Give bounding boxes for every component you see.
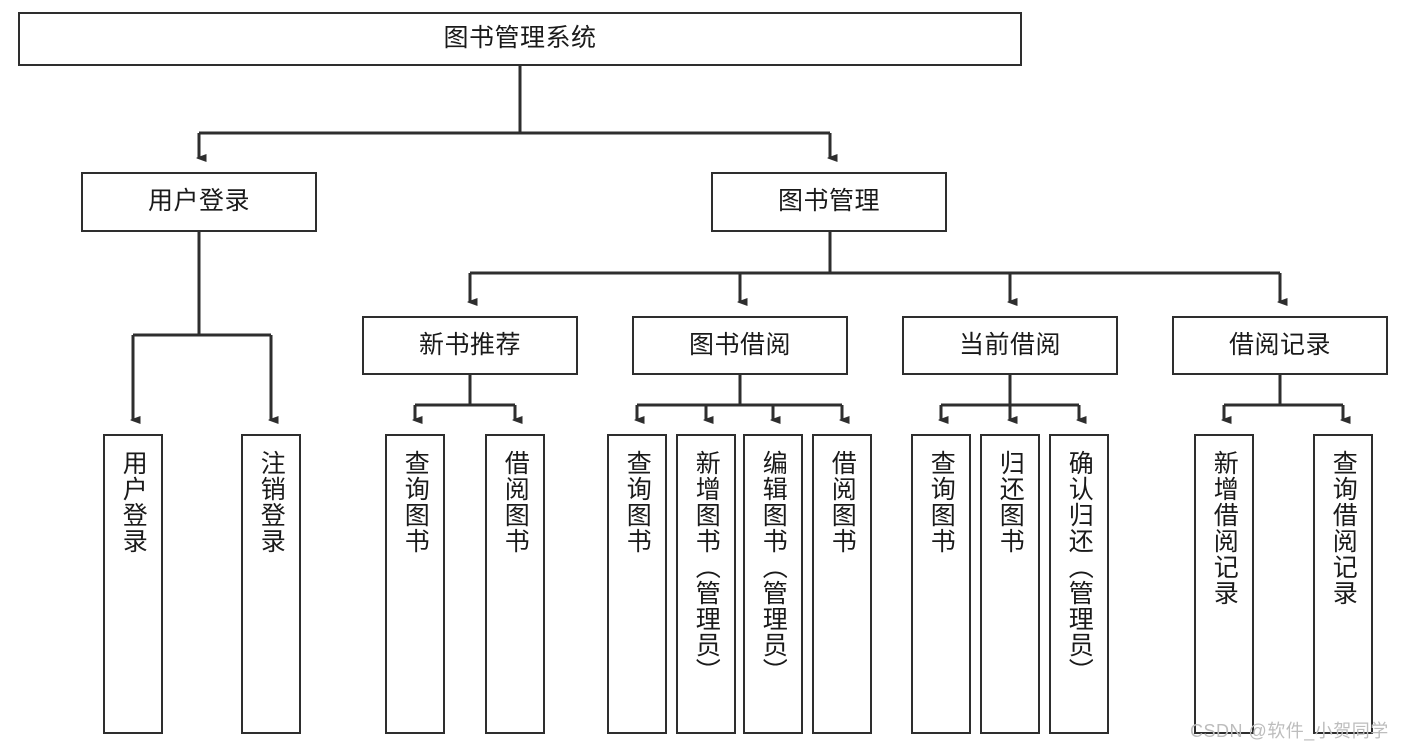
node-book-management[interactable]: 图书管理 <box>711 172 947 232</box>
node-new-book-recommendation[interactable]: 新书推荐 <box>362 316 578 375</box>
node-label: 归还图书 <box>996 450 1025 554</box>
node-leaf-query-books-current[interactable]: 查询图书 <box>911 434 971 734</box>
node-leaf-borrow-books-recommend[interactable]: 借阅图书 <box>485 434 545 734</box>
node-root-book-management-system[interactable]: 图书管理系统 <box>18 12 1022 66</box>
node-borrowing-records[interactable]: 借阅记录 <box>1172 316 1388 375</box>
node-user-login[interactable]: 用户登录 <box>81 172 317 232</box>
node-label: 编辑图书（管理员） <box>759 450 788 684</box>
node-leaf-add-borrow-record[interactable]: 新增借阅记录 <box>1194 434 1254 734</box>
node-label: 查询图书 <box>927 450 956 554</box>
node-label: 查询图书 <box>401 450 430 554</box>
node-label: 借阅记录 <box>1228 330 1331 359</box>
csdn-watermark: CSDN @软件_小贺同学 <box>1190 721 1389 741</box>
node-label: 用户登录 <box>147 187 250 216</box>
node-leaf-logout-login[interactable]: 注销登录 <box>241 434 301 734</box>
node-leaf-return-books[interactable]: 归还图书 <box>980 434 1040 734</box>
node-leaf-query-books-recommend[interactable]: 查询图书 <box>385 434 445 734</box>
node-label: 借阅图书 <box>828 450 857 554</box>
node-label: 用户登录 <box>119 450 148 554</box>
node-leaf-query-borrow-record[interactable]: 查询借阅记录 <box>1313 434 1373 734</box>
node-label: 借阅图书 <box>501 450 530 554</box>
node-label: 图书借阅 <box>688 330 791 359</box>
node-label: 查询图书 <box>623 450 652 554</box>
node-leaf-confirm-return-admin[interactable]: 确认归还（管理员） <box>1049 434 1109 734</box>
node-leaf-borrow-books[interactable]: 借阅图书 <box>812 434 872 734</box>
node-leaf-add-book-admin[interactable]: 新增图书（管理员） <box>676 434 736 734</box>
node-label: 新书推荐 <box>418 330 521 359</box>
node-label: 图书管理 <box>777 187 880 216</box>
node-current-borrowing[interactable]: 当前借阅 <box>902 316 1118 375</box>
node-label: 确认归还（管理员） <box>1065 450 1094 684</box>
node-label: 新增图书（管理员） <box>692 450 721 684</box>
node-book-borrowing[interactable]: 图书借阅 <box>632 316 848 375</box>
node-label: 当前借阅 <box>958 330 1061 359</box>
node-leaf-user-login[interactable]: 用户登录 <box>103 434 163 734</box>
node-label: 注销登录 <box>257 450 286 554</box>
node-leaf-query-books-borrow[interactable]: 查询图书 <box>607 434 667 734</box>
node-leaf-edit-book-admin[interactable]: 编辑图书（管理员） <box>743 434 803 734</box>
node-label: 新增借阅记录 <box>1210 450 1239 606</box>
node-label: 图书管理系统 <box>443 24 597 53</box>
node-label: 查询借阅记录 <box>1329 450 1358 606</box>
